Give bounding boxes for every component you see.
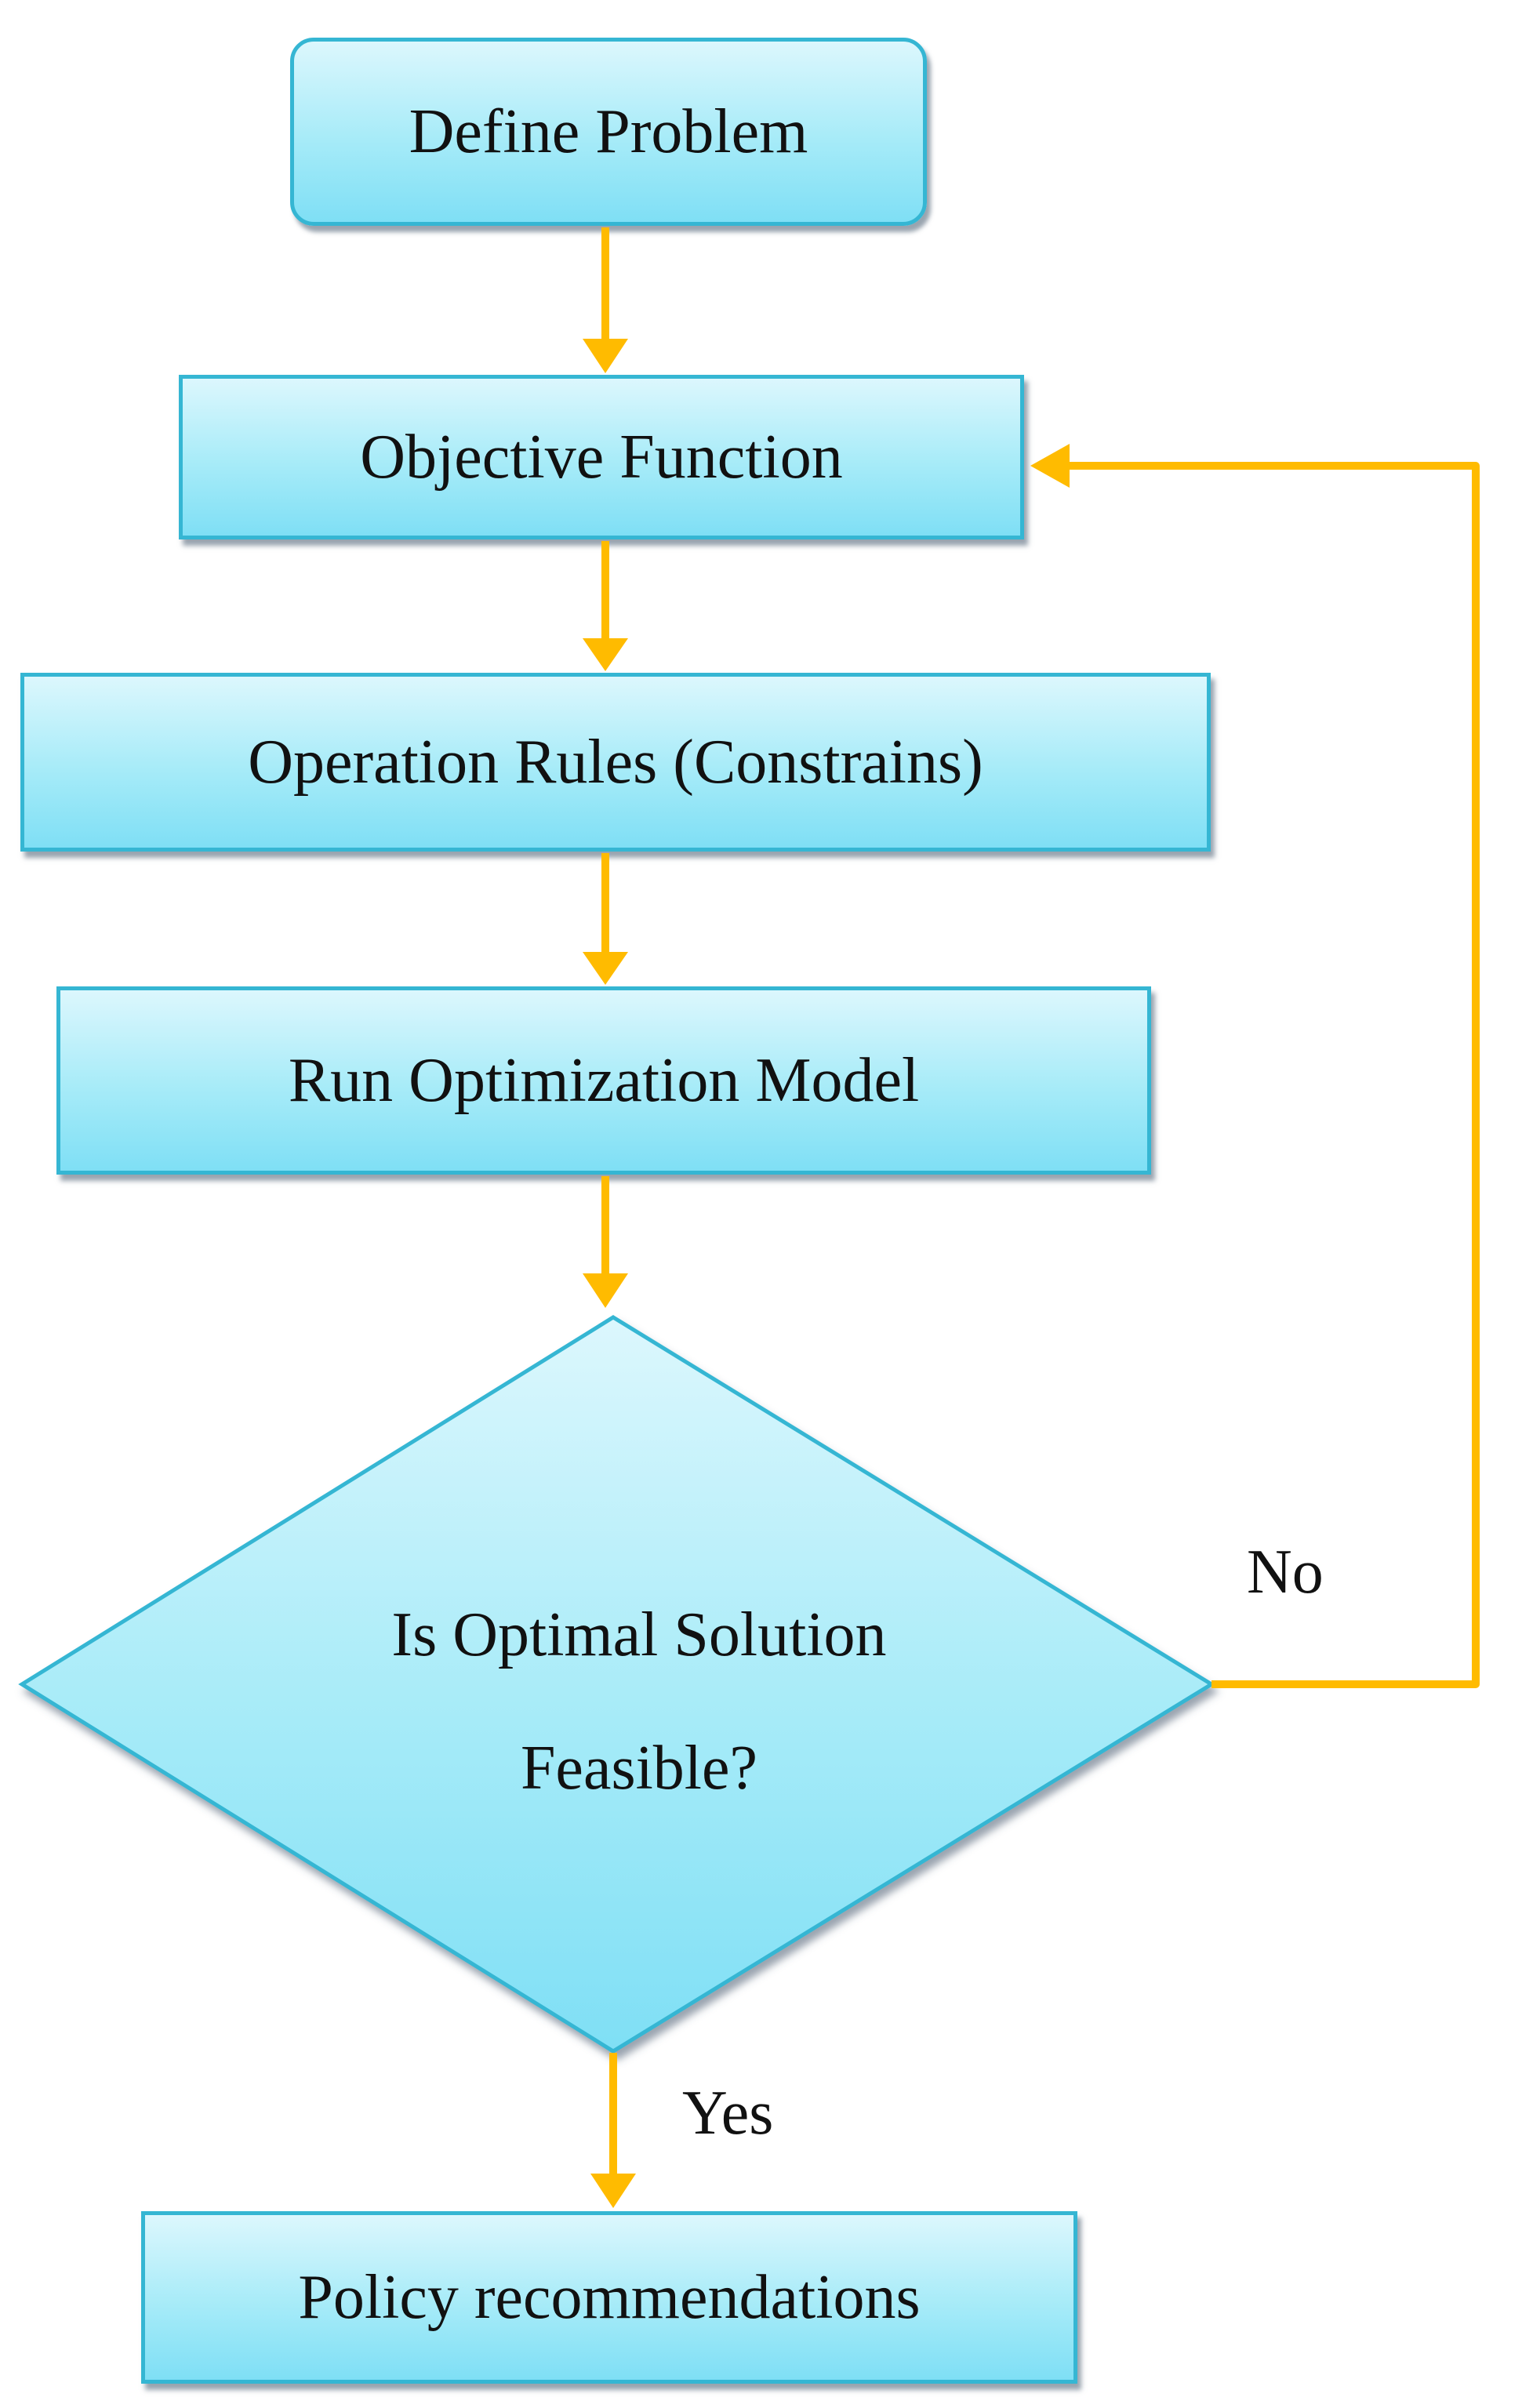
policy-recommendations-label: Policy recommendations bbox=[298, 2263, 921, 2332]
arrow-no-loop bbox=[1063, 462, 1480, 1688]
policy-recommendations-node: Policy recommendations bbox=[141, 2211, 1077, 2384]
decision-label-line2: Feasible? bbox=[520, 1734, 758, 1803]
objective-function-node: Objective Function bbox=[179, 375, 1024, 539]
run-optimization-node: Run Optimization Model bbox=[56, 986, 1151, 1175]
decision-label-line1: Is Optimal Solution bbox=[391, 1600, 887, 1669]
arrowhead-run bbox=[583, 952, 628, 985]
arrowhead-no-loop bbox=[1030, 444, 1070, 488]
operation-rules-label: Operation Rules (Constrains) bbox=[248, 728, 983, 797]
arrowhead-policy bbox=[590, 2174, 636, 2208]
define-problem-node: Define Problem bbox=[290, 38, 927, 226]
run-optimization-label: Run Optimization Model bbox=[288, 1046, 920, 1115]
operation-rules-node: Operation Rules (Constrains) bbox=[20, 673, 1211, 852]
arrowhead-rules bbox=[583, 638, 628, 671]
decision-shape bbox=[18, 1315, 1215, 2054]
arrowhead-decision bbox=[583, 1273, 628, 1308]
objective-function-label: Objective Function bbox=[360, 423, 843, 492]
no-label: No bbox=[1247, 1538, 1324, 1607]
decision-label: Is Optimal Solution Feasible? bbox=[267, 1568, 1012, 1835]
define-problem-label: Define Problem bbox=[409, 97, 808, 166]
arrowhead-objective bbox=[583, 339, 628, 373]
yes-label: Yes bbox=[682, 2079, 774, 2148]
